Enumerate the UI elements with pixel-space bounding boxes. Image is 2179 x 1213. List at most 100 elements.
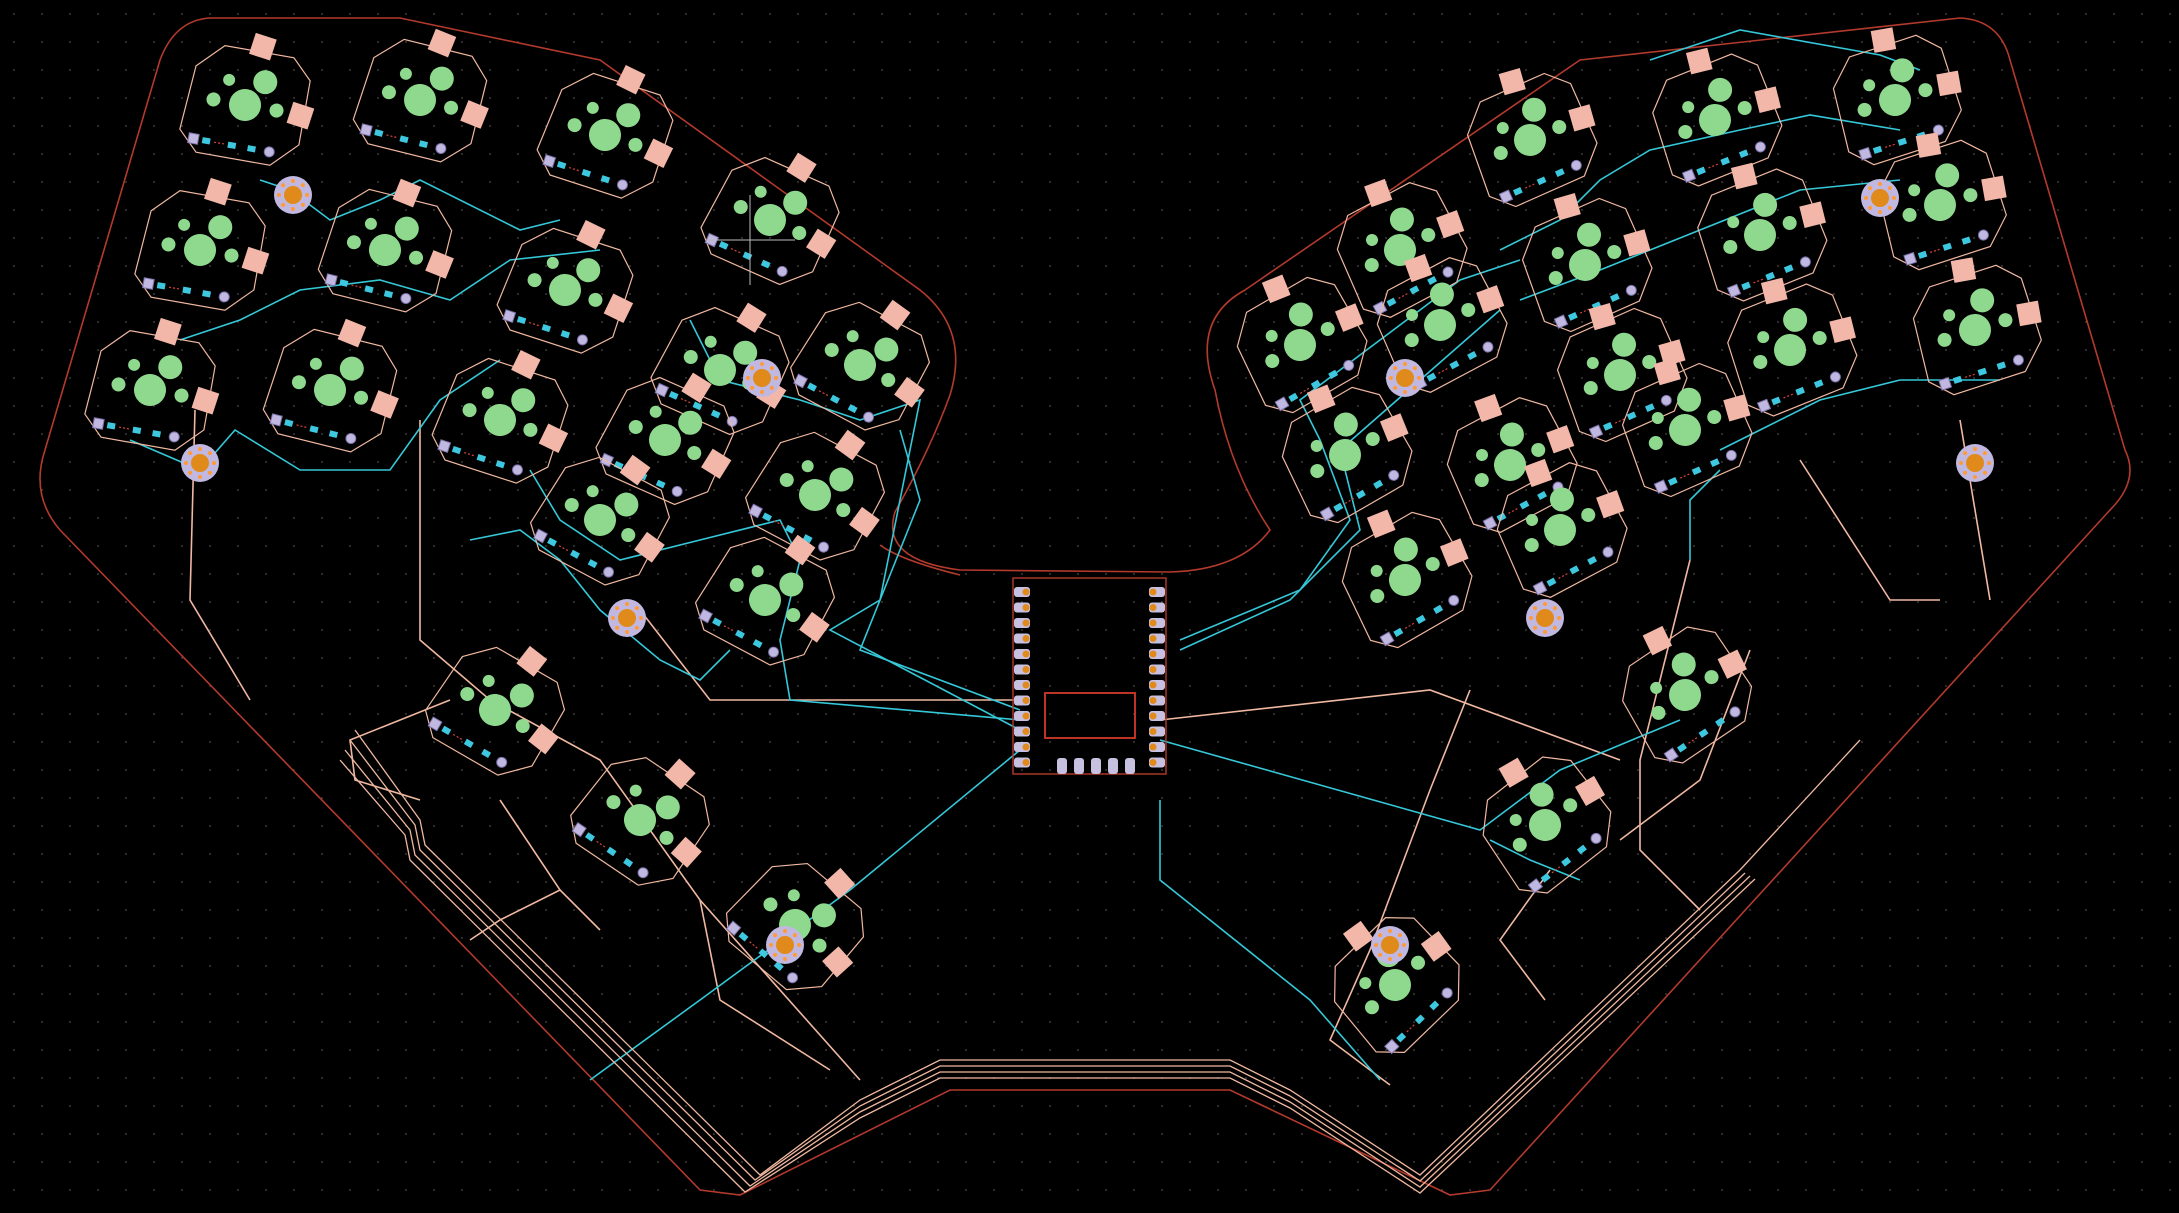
switch-pin <box>128 358 141 371</box>
key-switch-left-17[interactable] <box>416 617 592 792</box>
key-switch-left-13[interactable] <box>588 349 758 518</box>
diode-round-pad <box>2012 354 2024 366</box>
key-switch-left-12[interactable] <box>426 332 588 494</box>
switch-pin <box>1890 58 1915 83</box>
key-switch-right-8[interactable] <box>1212 247 1388 422</box>
switch-peg <box>1607 244 1622 259</box>
key-switch-right-17[interactable] <box>1473 433 1647 606</box>
mcu-module[interactable] <box>1012 577 1167 775</box>
diode <box>1274 359 1355 412</box>
key-switch-left-10[interactable] <box>81 308 230 456</box>
key-switch-left-16[interactable] <box>686 507 860 680</box>
left-key-switches[interactable] <box>81 15 955 1012</box>
key-switch-left-3[interactable] <box>531 47 693 209</box>
mounting-hole-via <box>277 193 281 197</box>
switch-peg <box>1461 302 1476 317</box>
key-switch-right-16[interactable] <box>1317 482 1493 657</box>
key-switch-right-15[interactable] <box>1601 335 1771 504</box>
diode-smd-pad <box>785 524 795 534</box>
smd-pad <box>249 32 277 61</box>
mcu-pad-bottom <box>1074 758 1084 774</box>
diode-round-pad <box>1625 284 1637 296</box>
key-switch-left-19[interactable] <box>714 831 895 1012</box>
mounting-hole-via <box>746 376 750 380</box>
switch-peg <box>763 897 778 912</box>
diode <box>1663 706 1741 763</box>
smd-pad <box>879 299 911 331</box>
switch-center-hole <box>1284 329 1316 361</box>
key-switch-right-12[interactable] <box>1895 239 2057 401</box>
diode-round-pad <box>1602 546 1614 558</box>
switch-outline <box>1466 72 1598 208</box>
diode-smd-pad <box>600 175 611 184</box>
right-key-switches[interactable] <box>1212 9 2058 1066</box>
diode-smd-pad <box>758 948 769 959</box>
key-switch-left-4[interactable] <box>693 129 863 298</box>
key-switch-right-19[interactable] <box>1453 725 1633 905</box>
diode-mark <box>386 134 397 138</box>
smd-pad <box>1334 303 1364 332</box>
key-switch-left-5[interactable] <box>131 168 280 316</box>
diode-smd-pad <box>1519 500 1530 510</box>
diode-mark <box>452 733 463 740</box>
switch-peg <box>462 403 477 418</box>
smd-pad <box>1546 425 1575 454</box>
mcu-pad-bottom <box>1108 758 1118 774</box>
key-switch-left-9[interactable] <box>781 272 955 445</box>
switch-center-hole <box>624 804 656 836</box>
mounting-hole-via <box>1403 390 1407 394</box>
diode-smd-pad <box>1396 1032 1407 1043</box>
diode-round-pad <box>1570 159 1582 171</box>
diode-smd-pad <box>556 160 567 170</box>
key-switch-left-1[interactable] <box>176 23 325 171</box>
diode-mark <box>529 321 539 327</box>
key-switch-right-10[interactable] <box>1536 280 1706 449</box>
key-switch-right-18[interactable] <box>1594 596 1772 774</box>
smd-pad <box>1596 490 1625 519</box>
mounting-hole-via <box>1963 451 1968 456</box>
key-switch-right-5[interactable] <box>1501 170 1671 339</box>
key-switch-left-15[interactable] <box>521 427 695 600</box>
key-switch-right-14[interactable] <box>1423 368 1597 541</box>
key-switch-left-11[interactable] <box>258 305 414 460</box>
key-switch-right-6[interactable] <box>1677 142 1844 309</box>
key-switch-left-14[interactable] <box>736 402 910 575</box>
key-switch-right-13[interactable] <box>1257 357 1433 532</box>
mcu-pad-drill <box>1022 604 1030 611</box>
diode-square-pad <box>542 154 557 168</box>
diode-smd-pad <box>374 129 384 137</box>
diode-smd-pad <box>1546 577 1557 587</box>
key-switch-right-7[interactable] <box>1860 114 2022 276</box>
key-switch-right-1[interactable] <box>1446 45 1616 214</box>
key-switch-left-18[interactable] <box>560 726 738 904</box>
diode-round-pad <box>576 334 588 346</box>
smd-pad <box>619 454 651 486</box>
diode <box>793 373 875 423</box>
switch-center-hole <box>649 424 681 456</box>
mounting-hole-via <box>1543 602 1547 606</box>
key-switch-right-2[interactable] <box>1632 27 1799 194</box>
diode-round-pad <box>263 146 275 158</box>
diode-smd-pad <box>182 286 192 294</box>
mcu-pad-drill <box>1149 697 1157 704</box>
switch-peg <box>269 103 284 118</box>
switch-pin <box>779 572 804 597</box>
diode <box>1653 449 1737 494</box>
key-switch-right-11[interactable] <box>1707 257 1874 424</box>
switch-peg <box>1704 670 1719 685</box>
switch-pin <box>1389 207 1414 232</box>
key-switch-right-3[interactable] <box>1815 9 1977 171</box>
switch-peg <box>687 446 702 461</box>
key-switch-left-6[interactable] <box>313 165 469 320</box>
key-switch-left-2[interactable] <box>348 15 504 170</box>
diode-smd-pad <box>418 140 429 149</box>
diode <box>92 417 180 443</box>
diode-square-pad <box>1384 1038 1400 1055</box>
switch-center-hole <box>314 374 346 406</box>
switch-center-hole <box>1384 234 1416 266</box>
switch-pin <box>1265 329 1278 342</box>
key-switch-right-9[interactable] <box>1353 228 1527 401</box>
key-switch-left-7[interactable] <box>491 202 653 364</box>
